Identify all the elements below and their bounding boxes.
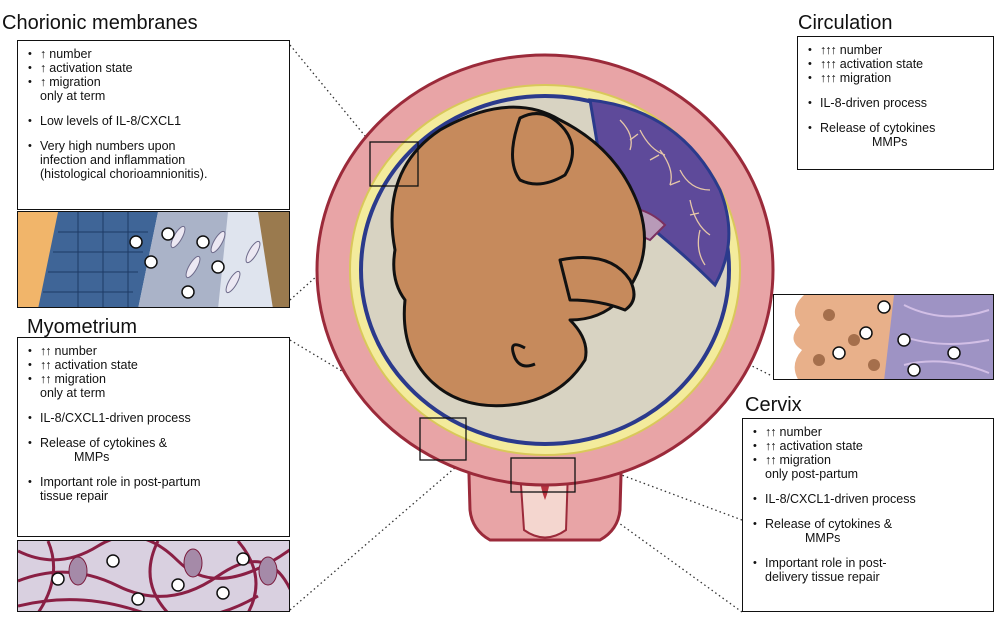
- chorionic-bullet-il8: •Low levels of IL-8/CXCL1: [28, 114, 283, 128]
- circulation-panel: •↑↑↑number •↑↑↑activation state •↑↑↑migr…: [797, 36, 994, 170]
- cervix-postpartum-note: only post-partum: [753, 467, 987, 481]
- myometrium-title: Myometrium: [27, 316, 137, 339]
- chorionic-tissue-inset: [17, 211, 290, 308]
- cervix-line-migration: •↑↑migration: [753, 453, 987, 467]
- circulation-line-number: •↑↑↑number: [808, 43, 987, 57]
- circulation-title: Circulation: [798, 12, 892, 35]
- cervix-bullet-cytokines: •Release of cytokines &: [753, 517, 987, 531]
- myometrium-tissue-inset: [17, 540, 290, 612]
- chorionic-line-number: •↑number: [28, 47, 283, 61]
- cervix-line-activation: •↑↑activation state: [753, 439, 987, 453]
- cervix-bullet-il8: •IL-8/CXCL1-driven process: [753, 492, 987, 506]
- circulation-bullet-il8: •IL-8-driven process: [808, 96, 987, 110]
- cervix-line-number: •↑↑number: [753, 425, 987, 439]
- circulation-tissue-inset: [773, 294, 994, 380]
- chorionic-title: Chorionic membranes: [2, 12, 198, 35]
- myometrium-bullet-cytokines: •Release of cytokines &: [28, 436, 283, 450]
- myometrium-panel: •↑↑number •↑↑activation state •↑↑migrati…: [17, 337, 290, 537]
- cervix-panel: •↑↑number •↑↑activation state •↑↑migrati…: [742, 418, 994, 612]
- myometrium-bullet-il8: •IL-8/CXCL1-driven process: [28, 411, 283, 425]
- myometrium-term-note: only at term: [28, 386, 283, 400]
- myometrium-line-number: •↑↑number: [28, 344, 283, 358]
- chorionic-line-migration: •↑migration: [28, 75, 283, 89]
- circulation-line-migration: •↑↑↑migration: [808, 71, 987, 85]
- myometrium-line-activation: •↑↑activation state: [28, 358, 283, 372]
- myometrium-line-migration: •↑↑migration: [28, 372, 283, 386]
- leader-line-chorionic-top: [290, 45, 370, 142]
- cervix-bullet-repair: •Important role in post-: [753, 556, 987, 570]
- myometrium-bullet-repair: •Important role in post-partum: [28, 475, 283, 489]
- circulation-bullet-cytokines: •Release of cytokines: [808, 121, 987, 135]
- chorionic-panel: •↑number •↑activation state •↑migration …: [17, 40, 290, 210]
- leader-line-myometrium-bottom: [290, 460, 464, 610]
- circulation-line-activation: •↑↑↑activation state: [808, 57, 987, 71]
- chorionic-line-activation: •↑activation state: [28, 61, 283, 75]
- cervix-title: Cervix: [745, 394, 802, 417]
- chorionic-term-note: only at term: [28, 89, 283, 103]
- chorionic-bullet-infection: •Very high numbers upon: [28, 139, 283, 153]
